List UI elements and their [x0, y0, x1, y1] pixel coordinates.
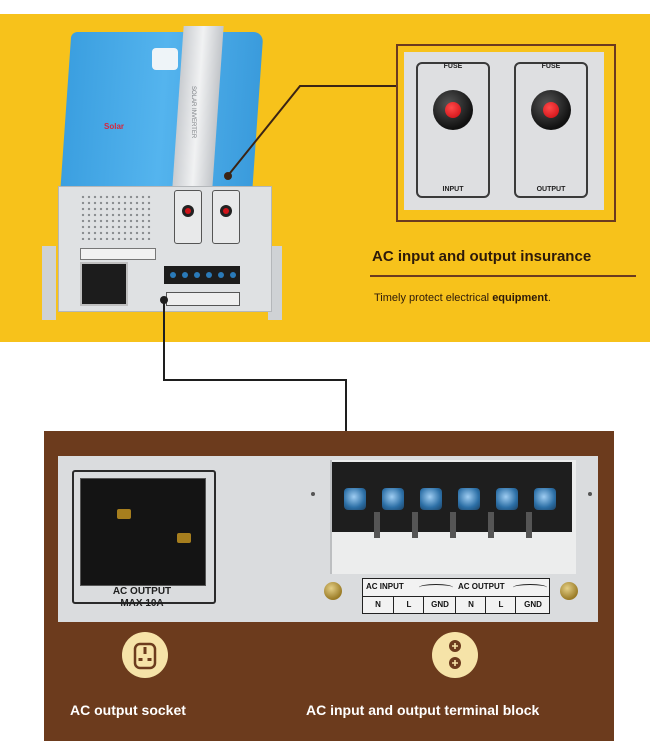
mini-terminal-screw: [194, 272, 200, 278]
fuse-output-bottom-label: OUTPUT: [536, 186, 566, 193]
ac-wave-icon: [419, 584, 453, 591]
inverter-warning-sticker: [80, 248, 156, 260]
inverter-foot-left: [42, 246, 56, 320]
terminal-screw: [458, 488, 480, 510]
insurance-subtitle-end: .: [547, 292, 551, 304]
terminal-cell-input-gnd: GND: [423, 597, 456, 613]
terminal-cell-output-n: N: [455, 597, 486, 613]
terminal-label-divider: [363, 596, 549, 597]
ac-output-socket: [80, 478, 206, 586]
inverter-strip-text: SOLAR INVERTER: [190, 86, 196, 139]
socket-label-line1: AC OUTPUT: [112, 586, 172, 597]
insurance-subtitle-bold: equipment: [492, 292, 548, 304]
terminal-label-plate: AC INPUT AC OUTPUT N L GND N L GND: [362, 578, 550, 614]
ac-wave-icon: [513, 584, 547, 591]
terminal-separator: [450, 512, 456, 538]
fuse-input-red-button: [445, 102, 461, 118]
terminal-cell-input-l: L: [393, 597, 424, 613]
socket-frame: [72, 470, 216, 604]
terminal-output-heading: AC OUTPUT: [458, 582, 505, 591]
socket-label-line2: MAX 10A: [120, 598, 164, 609]
terminal-caption: AC input and output terminal block: [306, 702, 540, 718]
terminal-cell-output-l: L: [485, 597, 516, 613]
mini-terminal-screw: [170, 272, 176, 278]
fuse-output-bracket: FUSE OUTPUT: [514, 62, 588, 198]
inverter-mini-terminal-label: [166, 292, 240, 306]
insurance-subtitle: Timely protect electrical equipment.: [374, 292, 551, 304]
screw-terminal-icon: [432, 632, 478, 678]
plate-hole: [311, 492, 315, 496]
fuse-output-top-label: FUSE: [541, 63, 561, 70]
terminal-separator: [412, 512, 418, 538]
insurance-divider: [370, 275, 636, 277]
fuse-input-knob[interactable]: [433, 90, 473, 130]
terminal-cell-input-n: N: [375, 600, 381, 609]
plate-hole: [588, 492, 592, 496]
insurance-title: AC input and output insurance: [372, 248, 592, 265]
terminal-separator: [488, 512, 494, 538]
fuse-input-bracket: FUSE INPUT: [416, 62, 490, 198]
terminal-screw: [496, 488, 518, 510]
mini-fuse-knob: [220, 205, 232, 217]
fuse-output-knob[interactable]: [531, 90, 571, 130]
terminal-screw: [382, 488, 404, 510]
inverter-mini-fuse-output: [212, 190, 240, 244]
mini-terminal-screw: [218, 272, 224, 278]
inverter-vent-grid: [80, 194, 152, 240]
inverter-brand-logo: Solar: [104, 122, 125, 131]
socket-caption: AC output socket: [70, 702, 186, 718]
terminal-screw: [420, 488, 442, 510]
terminal-cell-output-gnd: GND: [515, 597, 550, 613]
terminal-brass-screw-left: [324, 582, 342, 600]
terminal-separator: [374, 512, 380, 538]
inverter-indicator-panel: [152, 48, 178, 70]
fuse-input-top-label: FUSE: [443, 63, 463, 70]
terminal-input-heading: AC INPUT: [366, 582, 404, 591]
fuse-zoom-frame: [396, 44, 616, 222]
socket-pin-glint: [117, 509, 131, 519]
mini-fuse-knob: [182, 205, 194, 217]
mini-terminal-screw: [230, 272, 236, 278]
fuse-output-red-button: [543, 102, 559, 118]
fuse-zoom-panel: [404, 52, 604, 210]
terminal-separator: [526, 512, 532, 538]
three-pin-socket-icon: [122, 632, 168, 678]
mini-terminal-screw: [206, 272, 212, 278]
fuse-input-bottom-label: INPUT: [442, 186, 464, 193]
terminal-screw: [534, 488, 556, 510]
terminal-screw: [344, 488, 366, 510]
mini-terminal-screw: [182, 272, 188, 278]
inverter-mini-terminal: [164, 266, 240, 284]
socket-pin-glint: [177, 533, 191, 543]
inverter-mini-socket: [80, 262, 128, 306]
terminal-brass-screw-right: [560, 582, 578, 600]
insurance-subtitle-text: Timely protect electrical: [374, 292, 493, 304]
inverter-mini-fuse-input: [174, 190, 202, 244]
